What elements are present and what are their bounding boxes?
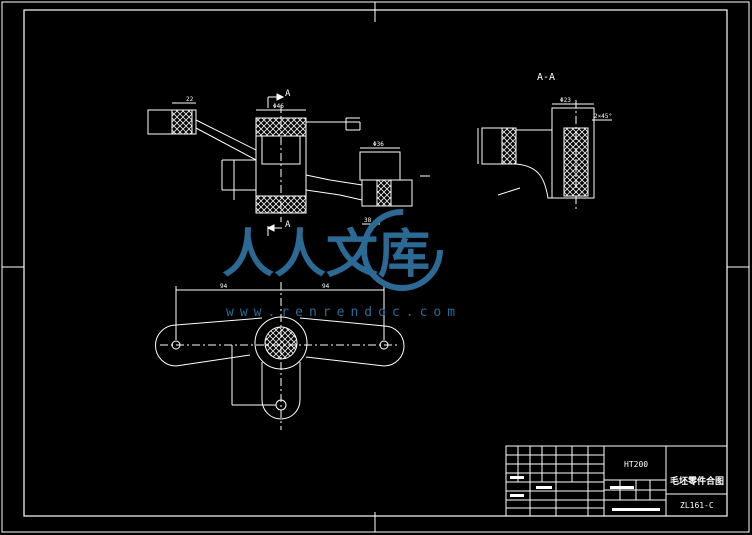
section-view-aa bbox=[477, 100, 612, 210]
dim-arm-left: 94 bbox=[220, 283, 228, 290]
dim-arm-right: 94 bbox=[322, 283, 330, 290]
watermark: 人人文库 www.renrendoc.com bbox=[222, 209, 461, 320]
dim-hub-dia: Φ36 bbox=[373, 141, 384, 148]
top-view bbox=[155, 282, 405, 430]
dim-section-dia: Φ23 bbox=[560, 97, 571, 104]
watermark-text: 人人文库 bbox=[222, 225, 430, 285]
watermark-logo-ring bbox=[361, 209, 443, 291]
part-title: 毛坯零件合图 bbox=[670, 475, 724, 487]
section-view-title: A-A bbox=[537, 72, 555, 83]
dim-top-left-width: 22 bbox=[186, 96, 194, 103]
dim-bottom-len: 38 bbox=[364, 217, 372, 224]
front-view bbox=[147, 93, 430, 236]
title-block bbox=[505, 445, 728, 517]
drawing-number: ZL161-C bbox=[680, 501, 714, 510]
section-mark-top: A bbox=[285, 89, 291, 99]
material: HT200 bbox=[624, 460, 648, 469]
watermark-url: www.renrendoc.com bbox=[226, 305, 461, 320]
section-mark-bottom: A bbox=[285, 220, 291, 230]
dim-boss-dia: Φ46 bbox=[273, 103, 284, 110]
dim-chamfer: 2×45° bbox=[594, 113, 612, 120]
